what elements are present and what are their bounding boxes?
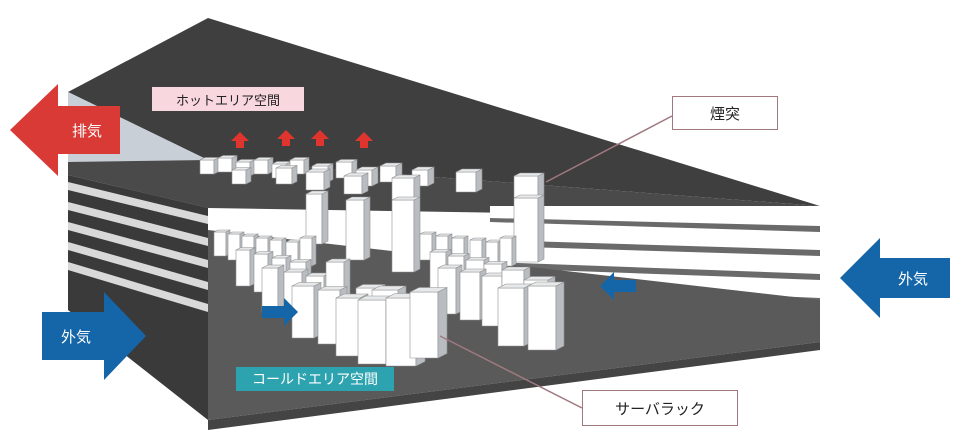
server-rack-label: サーバラック <box>582 390 738 426</box>
up-arrow-icon-3 <box>311 130 329 146</box>
chimney-4 <box>253 157 274 175</box>
chimney-18 <box>231 167 252 185</box>
chimney-12 <box>305 168 331 191</box>
hot-area-layer <box>68 160 820 218</box>
cold-area-label: コールドエリア空間 <box>236 367 394 391</box>
chimney-label: 煙突 <box>672 96 778 130</box>
rack-callout-line <box>439 335 583 409</box>
outside-air-arrow-icon-left <box>42 292 146 380</box>
server-rack-8 <box>419 231 437 261</box>
chimney-duct-4 <box>305 190 329 245</box>
left-louvers <box>68 175 208 420</box>
chimney-duct-3 <box>345 196 371 261</box>
chimney-1 <box>199 157 220 175</box>
chimney-duct-2 <box>513 194 545 263</box>
chimney-callout-line <box>545 115 673 183</box>
inflow-arrow-left <box>262 298 298 326</box>
hot-area-label: ホットエリア空間 <box>152 87 304 111</box>
server-rack-39 <box>409 287 448 359</box>
server-rack-14 <box>235 247 256 287</box>
outside-air-label-left: 外気 <box>60 327 91 346</box>
server-rack-36 <box>497 283 533 347</box>
server-rack-22 <box>261 264 285 313</box>
up-arrow-icon-1 <box>231 132 249 148</box>
outside-air-arrow-icon-right <box>840 238 950 318</box>
chimney-duct-1 <box>391 196 421 273</box>
server-rack-40 <box>527 281 565 351</box>
server-rack-30 <box>291 282 322 339</box>
server-rack-7 <box>299 235 317 267</box>
exhaust-label: 排気 <box>71 121 102 140</box>
chimney-15 <box>455 168 483 193</box>
up-arrow-icon-4 <box>355 132 373 148</box>
exhaust-arrow-icon <box>10 84 120 176</box>
server-rack-27 <box>459 268 487 321</box>
floor-front <box>208 342 820 430</box>
heat-flow-arrows <box>231 130 373 148</box>
server-rack-13 <box>499 235 517 267</box>
server-rack-1 <box>213 229 231 257</box>
up-arrow-icon-2 <box>277 130 295 146</box>
chimney-17 <box>275 165 298 185</box>
chimney-13 <box>343 172 369 195</box>
chimney-14 <box>391 174 421 201</box>
inflow-arrow-right <box>600 272 636 300</box>
chimney-16 <box>513 172 545 199</box>
outside-air-label-right: 外気 <box>897 269 928 288</box>
server-racks <box>199 155 565 367</box>
